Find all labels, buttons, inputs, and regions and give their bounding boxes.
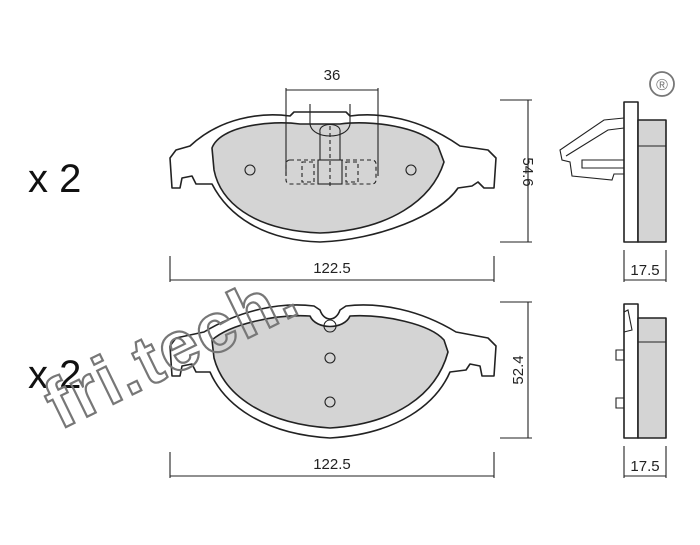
bottom-side-tab (623, 309, 633, 333)
bottom-hole-upper (324, 352, 336, 364)
svg-text:®: ® (656, 77, 668, 94)
bottom-dim-width: 122.5 (169, 452, 495, 478)
top-dim-clip-label: 36 (324, 67, 341, 84)
bottom-dim-height: 52.4 (500, 301, 532, 439)
bottom-friction-lining (211, 314, 449, 429)
bottom-pad-front-view: 122.5 52.4 (169, 301, 532, 478)
registered-trademark-icon: ® (649, 71, 675, 97)
bottom-side-lining (637, 317, 667, 439)
top-friction-lining (211, 122, 445, 234)
top-quantity-label: x 2 (28, 157, 81, 201)
top-side-spring-clip (559, 117, 625, 181)
bottom-quantity-label: x 2 (28, 353, 81, 397)
top-dim-height: 54.6 (500, 99, 536, 243)
top-side-backplate (623, 101, 639, 243)
bottom-notch (323, 319, 337, 333)
top-hole-right (405, 164, 417, 176)
top-dim-thickness-label: 17.5 (630, 262, 659, 279)
top-pad-side-view: 17.5 (559, 101, 667, 282)
top-backing-plate (169, 111, 497, 243)
top-dim-height-label: 54.6 (519, 157, 536, 186)
top-side-lining (637, 119, 667, 243)
bottom-backing-plate (169, 304, 497, 439)
top-pad-front-view: 36 122.5 54.6 (169, 67, 536, 282)
bottom-dim-height-label: 52.4 (510, 355, 527, 384)
bottom-dim-thickness-label: 17.5 (630, 458, 659, 475)
top-dim-width-label: 122.5 (313, 260, 351, 277)
top-hole-left (244, 164, 256, 176)
top-dim-clip: 36 (285, 67, 379, 176)
top-dim-width: 122.5 (169, 256, 495, 282)
bottom-hole-lower (324, 396, 336, 408)
bottom-pad-side-view: 17.5 (615, 303, 667, 478)
bottom-dim-width-label: 122.5 (313, 456, 351, 473)
